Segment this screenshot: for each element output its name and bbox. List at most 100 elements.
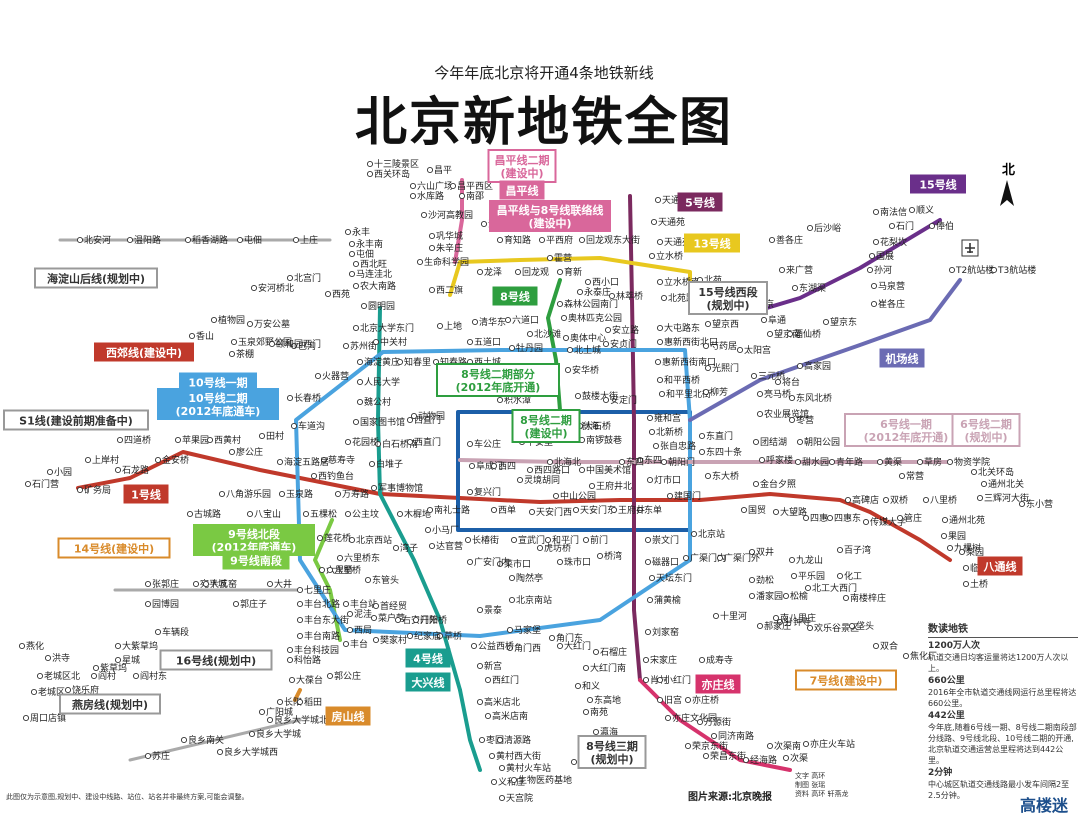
station-dot[interactable] xyxy=(348,240,356,248)
station-dot[interactable] xyxy=(866,266,874,274)
station-dot[interactable] xyxy=(476,606,484,614)
station-dot[interactable] xyxy=(696,718,704,726)
station-dot[interactable] xyxy=(114,656,122,664)
station-dot[interactable] xyxy=(702,388,710,396)
station-dot[interactable] xyxy=(352,418,360,426)
station-dot[interactable] xyxy=(644,628,652,636)
station-dot[interactable] xyxy=(466,558,474,566)
station-dot[interactable] xyxy=(286,656,294,664)
station-dot[interactable] xyxy=(698,448,706,456)
station-dot[interactable] xyxy=(144,752,152,760)
station-dot[interactable] xyxy=(660,294,668,302)
station-dot[interactable] xyxy=(870,282,878,290)
station-dot[interactable] xyxy=(578,236,586,244)
station-dot[interactable] xyxy=(750,372,758,380)
station-dot[interactable] xyxy=(132,672,140,680)
station-dot[interactable] xyxy=(174,436,182,444)
station-dot[interactable] xyxy=(872,642,880,650)
station-dot[interactable] xyxy=(180,736,188,744)
station-dot[interactable] xyxy=(510,776,518,784)
station-dot[interactable] xyxy=(342,342,350,350)
station-dot[interactable] xyxy=(356,378,364,386)
station-dot[interactable] xyxy=(342,640,350,648)
station-dot[interactable] xyxy=(258,708,266,716)
station-dot[interactable] xyxy=(666,492,674,500)
station-dot[interactable] xyxy=(644,536,652,544)
station-dot[interactable] xyxy=(756,622,764,630)
station-dot[interactable] xyxy=(836,546,844,554)
station-dot[interactable] xyxy=(756,410,764,418)
station-dot[interactable] xyxy=(766,330,774,338)
station-dot[interactable] xyxy=(370,484,378,492)
station-dot[interactable] xyxy=(296,600,304,608)
station-dot[interactable] xyxy=(602,340,610,348)
station-dot[interactable] xyxy=(584,278,592,286)
station-dot[interactable] xyxy=(552,492,560,500)
station-dot[interactable] xyxy=(656,696,664,704)
station-dot[interactable] xyxy=(466,440,474,448)
station-dot[interactable] xyxy=(514,268,522,276)
station-dot[interactable] xyxy=(562,334,570,342)
station-dot[interactable] xyxy=(802,740,810,748)
station-dot[interactable] xyxy=(508,344,516,352)
station-dot[interactable] xyxy=(508,574,516,582)
station-dot[interactable] xyxy=(576,288,584,296)
station-dot[interactable] xyxy=(788,556,796,564)
station-dot[interactable] xyxy=(116,436,124,444)
station-dot[interactable] xyxy=(684,742,692,750)
station-dot[interactable] xyxy=(348,536,356,544)
station-dot[interactable] xyxy=(286,394,294,402)
station-dot[interactable] xyxy=(296,586,304,594)
station-dot[interactable] xyxy=(526,330,534,338)
station-dot[interactable] xyxy=(496,736,504,744)
station-dot[interactable] xyxy=(506,626,514,634)
station-dot[interactable] xyxy=(372,636,380,644)
station-dot[interactable] xyxy=(92,664,100,672)
station-dot[interactable] xyxy=(656,376,664,384)
station-dot[interactable] xyxy=(186,510,194,518)
station-dot[interactable] xyxy=(318,566,326,574)
station-dot[interactable] xyxy=(556,558,564,566)
station-dot[interactable] xyxy=(848,622,856,630)
station-dot[interactable] xyxy=(466,488,474,496)
station-dot[interactable] xyxy=(970,468,978,476)
station-dot[interactable] xyxy=(758,456,766,464)
station-dot[interactable] xyxy=(76,486,84,494)
station-dot[interactable] xyxy=(352,324,360,332)
station-dot[interactable] xyxy=(336,554,344,562)
station-dot[interactable] xyxy=(436,322,444,330)
station-dot[interactable] xyxy=(348,250,356,258)
station-dot[interactable] xyxy=(842,594,850,602)
station-dot[interactable] xyxy=(548,634,556,642)
station-dot[interactable] xyxy=(940,532,948,540)
station-dot[interactable] xyxy=(660,458,668,466)
station-dot[interactable] xyxy=(586,696,594,704)
station-dot[interactable] xyxy=(326,672,334,680)
station-dot[interactable] xyxy=(556,642,564,650)
station-dot[interactable] xyxy=(742,756,750,764)
station-dot[interactable] xyxy=(490,778,498,786)
station-dot[interactable] xyxy=(342,600,350,608)
station-dot[interactable] xyxy=(592,728,600,736)
station-dot[interactable] xyxy=(822,318,830,326)
station-dot[interactable] xyxy=(578,466,586,474)
station-dot[interactable] xyxy=(698,432,706,440)
station-dot[interactable] xyxy=(636,456,644,464)
station-dot[interactable] xyxy=(582,536,590,544)
station-dot[interactable] xyxy=(648,252,656,260)
station-dot[interactable] xyxy=(806,624,814,632)
station-dot[interactable] xyxy=(646,476,654,484)
station-dot[interactable] xyxy=(528,508,536,516)
station-dot[interactable] xyxy=(682,554,690,562)
station-dot[interactable] xyxy=(144,580,152,588)
station-dot[interactable] xyxy=(941,516,949,524)
station-dot[interactable] xyxy=(326,566,334,574)
station-dot[interactable] xyxy=(596,552,604,560)
station-dot[interactable] xyxy=(268,340,276,348)
station-dot[interactable] xyxy=(310,472,318,480)
station-dot[interactable] xyxy=(976,494,984,502)
station-dot[interactable] xyxy=(876,458,884,466)
station-dot[interactable] xyxy=(526,466,534,474)
station-dot[interactable] xyxy=(774,378,782,386)
station-dot[interactable] xyxy=(424,526,432,534)
